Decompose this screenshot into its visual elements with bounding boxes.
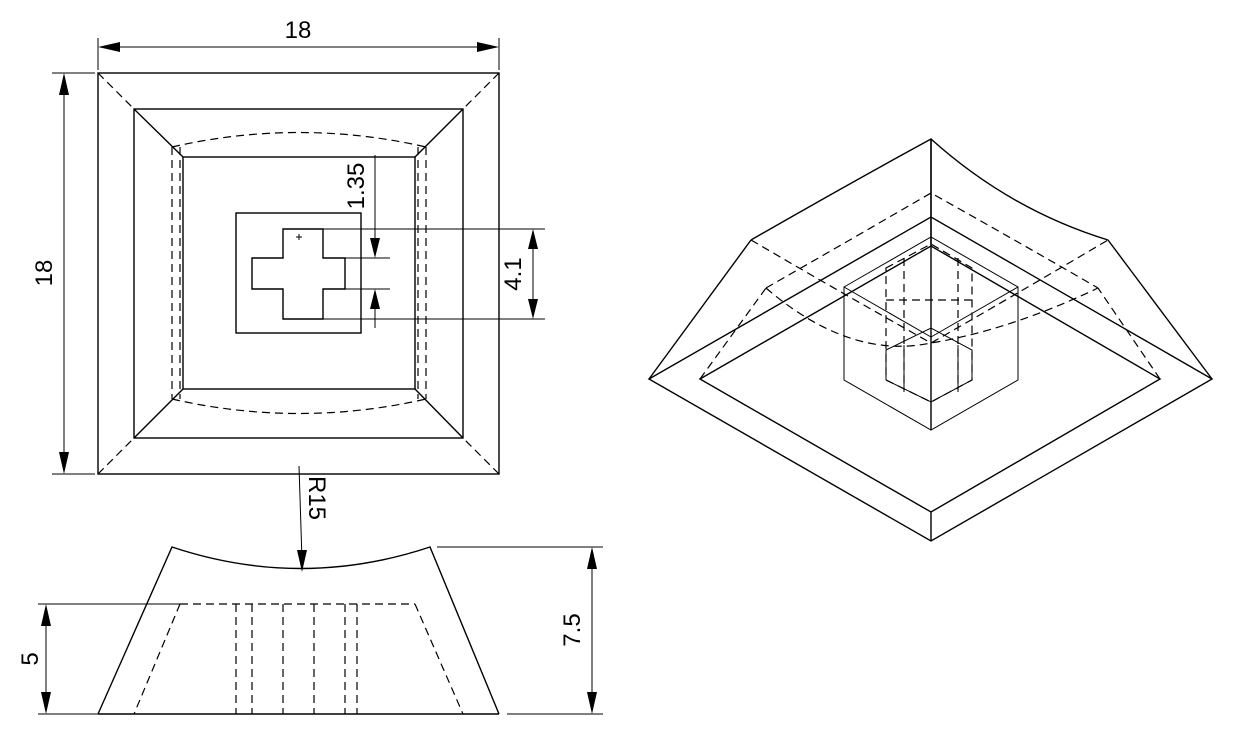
isometric-view: [647, 138, 1214, 542]
dim-label-stem: 4.1: [500, 257, 527, 290]
dimension-width-18: 18: [97, 17, 500, 70]
dim-label-width: 18: [285, 17, 312, 44]
side-view: [38, 546, 500, 715]
dim-label-total-height: 7.5: [559, 613, 586, 646]
middle-outline: [133, 108, 464, 439]
dimension-gap-1-35: 1.35: [343, 155, 390, 328]
dim-label-radius: R15: [303, 476, 330, 520]
outer-outline: [97, 72, 500, 475]
stem-housing: [235, 212, 362, 334]
stem-cross: [251, 228, 346, 320]
dimension-stem-4-1: 4.1: [323, 228, 545, 320]
dimension-radius: R15: [297, 465, 330, 572]
dim-label-gap: 1.35: [343, 163, 370, 210]
top-view: [97, 72, 500, 475]
inner-top-outline: [182, 156, 416, 390]
dimension-height-18: 18: [31, 72, 95, 475]
dim-label-height: 18: [31, 260, 58, 287]
dimension-total-height-7-5: 7.5: [437, 546, 603, 715]
dimension-stem-height-5: 5: [17, 604, 98, 715]
dim-label-stem-height: 5: [17, 652, 44, 665]
